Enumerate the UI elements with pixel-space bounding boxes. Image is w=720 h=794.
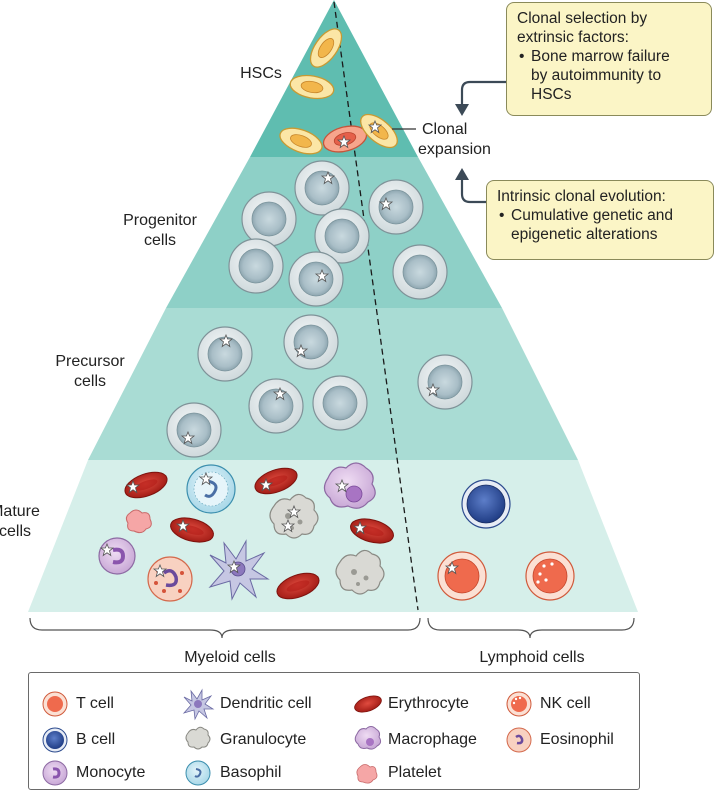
callout-intrinsic-bullet-2: epigenetic alterations (511, 226, 658, 243)
myeloid-brace (29, 617, 421, 639)
tier-label-precursor-line2: cells (73, 373, 106, 390)
lineage-label-lymphoid: Lymphoid cells (479, 649, 585, 666)
lineage-divider (333, 1, 419, 611)
callout-intrinsic-bullet-1: Cumulative genetic and (511, 207, 673, 224)
legend-label-basophil: Basophil (220, 764, 282, 781)
callout-intrinsic: Intrinsic clonal evolution: Cumulative g… (486, 180, 714, 260)
hsc-cells (275, 23, 404, 160)
clonal-expansion-line1: Clonal (422, 121, 468, 138)
tier-label-progenitor-line1: Progenitor (123, 212, 197, 229)
callout-extrinsic-title-2: extrinsic factors: (517, 29, 629, 46)
callout-extrinsic-title-1: Clonal selection by (517, 10, 648, 27)
tier-label-mature-line2: cells (0, 523, 31, 540)
legend-label-t-cell: T cell (76, 695, 114, 712)
tier-label-hsc: HSCs (240, 65, 282, 82)
legend-label-macrophage: Macrophage (388, 731, 477, 748)
legend-label-dendritic-cell: Dendritic cell (220, 695, 312, 712)
legend-label-b-cell: B cell (76, 731, 116, 748)
tier-label-precursor-line1: Precursor (55, 353, 125, 370)
tier-label-mature-line1: Mature (0, 503, 40, 520)
mature-cells (98, 462, 575, 605)
legend-label-platelet: Platelet (388, 764, 442, 781)
cell-type-legend (28, 672, 640, 790)
tier-label-precursor: Precursor cells (30, 352, 150, 392)
callout-extrinsic-bullet-3: HSCs (531, 86, 572, 103)
callout-extrinsic: Clonal selection by extrinsic factors: B… (506, 2, 712, 116)
callout-extrinsic-bullet-2: by autoimmunity to (531, 67, 662, 84)
clonal-expansion-label: Clonal expansion (418, 120, 518, 160)
callout-extrinsic-bullet-1: Bone marrow failure (531, 48, 670, 65)
callout-extrinsic-bullet: Bone marrow failure by autoimmunity to H… (517, 47, 701, 104)
callout-intrinsic-title: Intrinsic clonal evolution: (497, 188, 666, 205)
legend-label-monocyte: Monocyte (76, 764, 146, 781)
callout-intrinsic-bullet: Cumulative genetic and epigenetic altera… (497, 206, 703, 244)
lineage-label-myeloid: Myeloid cells (184, 649, 276, 666)
lymphoid-brace (427, 617, 635, 639)
extrinsic-arrow (460, 80, 506, 108)
legend-label-erythrocyte: Erythrocyte (388, 695, 469, 712)
intrinsic-arrow (460, 176, 486, 204)
clonal-expansion-line2: expansion (418, 141, 491, 158)
legend-label-eosinophil: Eosinophil (540, 731, 614, 748)
legend-label-granulocyte: Granulocyte (220, 731, 307, 748)
tier-label-progenitor: Progenitor cells (100, 211, 220, 251)
tier-label-progenitor-line2: cells (143, 232, 176, 249)
legend-icons (42, 688, 532, 786)
tier-label-mature: Mature cells (0, 502, 50, 542)
legend-label-nk-cell: NK cell (540, 695, 591, 712)
